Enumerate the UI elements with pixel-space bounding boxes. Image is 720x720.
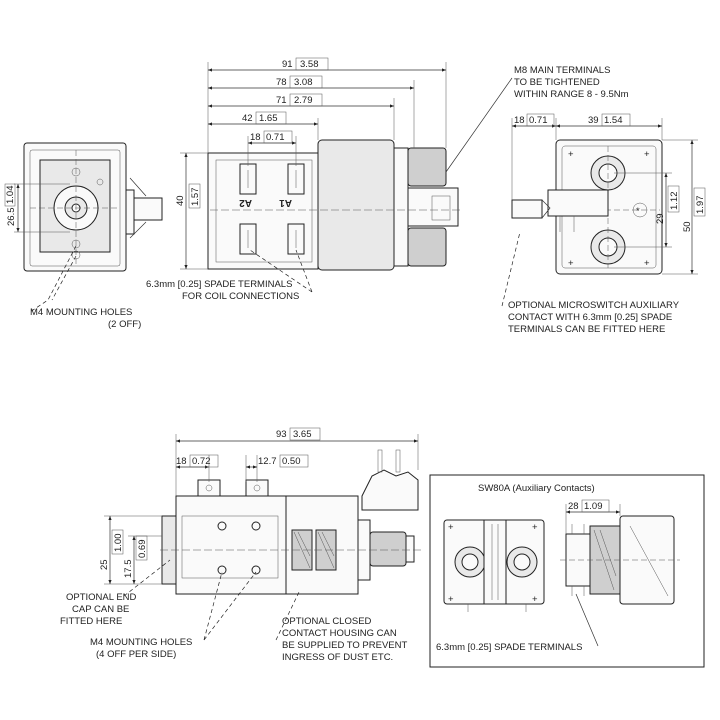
svg-text:CONTACT WITH 6.3mm [0.25] SPAD: CONTACT WITH 6.3mm [0.25] SPADE <box>508 312 672 323</box>
svg-text:FITTED HERE: FITTED HERE <box>60 616 122 627</box>
svg-text:*: * <box>636 206 640 217</box>
side-view-top: A1 A2 <box>207 139 460 271</box>
svg-text:WITHIN RANGE 8 - 9.5Nm: WITHIN RANGE 8 - 9.5Nm <box>514 89 629 100</box>
dim-40: 40 <box>175 195 186 206</box>
svg-text:(4 OFF PER SIDE): (4 OFF PER SIDE) <box>96 649 176 660</box>
right-dim-39-inch: 1.54 <box>604 115 623 126</box>
svg-text:INGRESS OF DUST ETC.: INGRESS OF DUST ETC. <box>282 652 393 663</box>
svg-text:CONTACT HOUSING CAN: CONTACT HOUSING CAN <box>282 628 397 639</box>
aux-dim-28-inch: 1.09 <box>584 501 603 512</box>
dim-26-5: 26.5 <box>6 208 17 227</box>
note-contact-housing: OPTIONAL CLOSED CONTACT HOUSING CAN BE S… <box>275 589 407 663</box>
dim-91: 91 <box>282 59 293 70</box>
dim-25: 25 <box>99 559 110 570</box>
svg-text:6.3mm [0.25] SPADE TERMINALS: 6.3mm [0.25] SPADE TERMINALS <box>146 279 292 290</box>
dim-78-inch: 3.08 <box>294 77 313 88</box>
svg-text:TO BE TIGHTENED: TO BE TIGHTENED <box>514 77 600 88</box>
svg-text:BE SUPPLIED TO PREVENT: BE SUPPLIED TO PREVENT <box>282 640 407 651</box>
dim-42: 42 <box>242 113 253 124</box>
dim-17-5-inch: 0.69 <box>137 540 148 559</box>
dim-12-7-inch: 0.50 <box>282 456 301 467</box>
terminal-a1: A1 <box>279 197 292 208</box>
dim-93: 93 <box>276 429 287 440</box>
svg-text:+: + <box>532 522 538 533</box>
dim-26-5-inch: 1.04 <box>5 186 16 205</box>
svg-text:+: + <box>644 258 650 269</box>
svg-text:M4 MOUNTING HOLES: M4 MOUNTING HOLES <box>90 637 192 648</box>
dims-end-view-right: 18 0.71 39 1.54 29 1.12 50 1.97 <box>511 113 706 275</box>
aux-contacts-panel: SW80A (Auxiliary Contacts) + + + + 28 1.… <box>429 474 705 668</box>
right-dim-18-inch: 0.71 <box>529 115 548 126</box>
note-end-cap: OPTIONAL END CAP CAN BE FITTED HERE <box>60 559 171 627</box>
note-microswitch: OPTIONAL MICROSWITCH AUXILIARY CONTACT W… <box>501 231 680 335</box>
svg-text:+: + <box>568 258 574 269</box>
svg-text:+: + <box>532 594 538 605</box>
svg-text:M4 MOUNTING HOLES: M4 MOUNTING HOLES <box>30 307 132 318</box>
dim-12-7: 12.7 <box>258 456 277 467</box>
svg-text:OPTIONAL MICROSWITCH AUXILIARY: OPTIONAL MICROSWITCH AUXILIARY <box>508 300 680 311</box>
end-view-right: * + + + + <box>511 139 663 275</box>
note-mounting-holes-4: M4 MOUNTING HOLES (4 OFF PER SIDE) <box>90 571 257 660</box>
right-dim-39: 39 <box>588 115 599 126</box>
aux-dim-28: 28 <box>568 501 579 512</box>
dim-17-5: 17.5 <box>123 560 134 579</box>
aux-note-spade: 6.3mm [0.25] SPADE TERMINALS <box>436 642 582 653</box>
side-view-bottom <box>160 449 424 595</box>
dims-side-view: 91 3.58 78 3.08 71 2.79 42 1.65 18 0.71 … <box>175 57 447 270</box>
right-dim-50: 50 <box>682 221 693 232</box>
note-main-terminals: M8 MAIN TERMINALS TO BE TIGHTENED WITHIN… <box>445 65 629 173</box>
svg-text:TERMINALS CAN BE FITTED HERE: TERMINALS CAN BE FITTED HERE <box>508 324 665 335</box>
aux-panel-title: SW80A (Auxiliary Contacts) <box>478 483 595 494</box>
end-view-left: 26.5 1.04 <box>4 142 163 313</box>
dim-71-inch: 2.79 <box>294 95 313 106</box>
bottom-dim-18: 18 <box>176 456 187 467</box>
dim-40-inch: 1.57 <box>190 188 201 207</box>
dim-93-inch: 3.65 <box>293 429 312 440</box>
dim-18: 18 <box>250 132 261 143</box>
right-dim-29-inch: 1.12 <box>669 192 680 211</box>
svg-text:M8 MAIN TERMINALS: M8 MAIN TERMINALS <box>514 65 610 76</box>
note-mounting-holes-2: M4 MOUNTING HOLES (2 OFF) <box>30 307 141 330</box>
svg-text:CAP CAN BE: CAP CAN BE <box>72 604 129 615</box>
note-spade-coil: 6.3mm [0.25] SPADE TERMINALS FOR COIL CO… <box>146 249 313 302</box>
dim-42-inch: 1.65 <box>259 113 278 124</box>
svg-text:+: + <box>568 149 574 160</box>
svg-text:OPTIONAL END: OPTIONAL END <box>66 592 137 603</box>
bottom-dim-18-inch: 0.72 <box>192 456 211 467</box>
terminal-a2: A2 <box>239 197 252 208</box>
svg-text:+: + <box>448 522 454 533</box>
right-dim-50-inch: 1.97 <box>695 196 706 215</box>
dim-71: 71 <box>276 95 287 106</box>
right-dim-29: 29 <box>655 213 666 224</box>
svg-text:+: + <box>644 149 650 160</box>
svg-text:+: + <box>448 594 454 605</box>
dim-91-inch: 3.58 <box>300 59 319 70</box>
svg-text:(2 OFF): (2 OFF) <box>108 319 141 330</box>
dim-18-inch: 0.71 <box>266 132 285 143</box>
dim-78: 78 <box>276 77 287 88</box>
dim-25-inch: 1.00 <box>113 534 124 553</box>
right-dim-18: 18 <box>514 115 525 126</box>
svg-text:FOR COIL CONNECTIONS: FOR COIL CONNECTIONS <box>182 291 299 302</box>
svg-text:OPTIONAL CLOSED: OPTIONAL CLOSED <box>282 616 372 627</box>
dims-side-view-bottom: 93 3.65 18 0.72 12.7 0.50 25 1.00 17.5 0… <box>99 427 419 585</box>
